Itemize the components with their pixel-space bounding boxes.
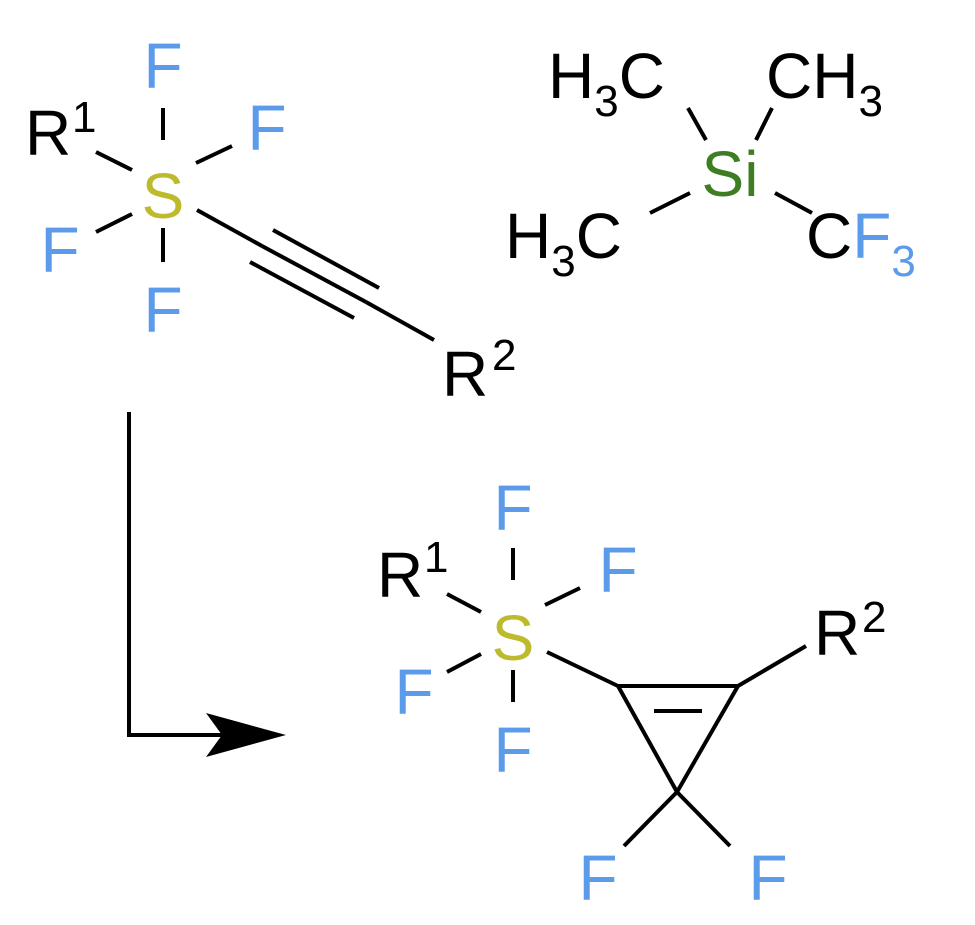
reactant-r2-index: 2 <box>492 331 516 380</box>
reagent-methyl-top-left: H3C <box>548 40 665 126</box>
reagent-silicon-label: Si <box>702 138 759 210</box>
product-fluorine-right: F <box>598 534 637 606</box>
ring-bond-left <box>616 685 679 793</box>
reactant-r1-index: 1 <box>72 93 96 142</box>
reagent-bond-si-ch3-top-left <box>686 107 708 141</box>
reaction-arrow-icon <box>127 412 286 757</box>
triple-bond-center <box>261 244 367 304</box>
product-r1-index: 1 <box>424 533 448 582</box>
reactant-r2-label: R <box>442 338 488 410</box>
product-r2-index: 2 <box>862 593 886 642</box>
product-ring-fluorine-left: F <box>578 842 617 914</box>
product-ring-fluorine-right: F <box>748 842 787 914</box>
reactant-alkyne: S F F F F R 1 R 2 <box>25 30 516 410</box>
reagent-methyl-bottom-left: H3C <box>505 200 622 286</box>
reagent-tmscf3: Si H3C CH3 H3C CF3 <box>505 40 916 286</box>
reactant-fluorine-top: F <box>143 30 182 102</box>
product-fluorine-left: F <box>394 656 433 728</box>
reactant-fluorine-left: F <box>40 214 79 286</box>
product-r2-label: R <box>814 597 860 669</box>
arrow-shaft <box>127 412 232 737</box>
reactant-bond-s-f-left <box>95 212 133 234</box>
triple-bond-lower <box>249 260 355 320</box>
reactant-fluorine-right: F <box>247 92 286 164</box>
product-bond-cf2-right <box>675 790 732 848</box>
reactant-sulfur-label: S <box>142 160 185 232</box>
product-r1-label: R <box>377 539 423 611</box>
product-bond-s-f-right <box>544 586 581 607</box>
triple-bond-upper <box>272 228 380 290</box>
reagent-bond-si-ch3-bottom-left <box>649 191 691 215</box>
product-bond-s-f-left <box>446 652 482 674</box>
reagent-bond-si-ch3-top-right <box>754 107 774 141</box>
reagent-trifluoromethyl: CF3 <box>806 200 916 286</box>
reagent-bond-si-cf3 <box>774 191 813 215</box>
ring-bond-right <box>675 685 740 793</box>
product-bond-ring-r2 <box>736 644 808 688</box>
product-cyclopropene: S F F F F R 1 R 2 F F <box>377 472 886 914</box>
product-bond-cf2-left <box>622 790 679 848</box>
reactant-r1-label: R <box>25 97 71 169</box>
product-fluorine-top: F <box>493 472 532 544</box>
reactant-bond-s-alkyne <box>196 208 263 248</box>
reactant-fluorine-bottom: F <box>143 274 182 346</box>
reactant-bond-s-f-right <box>195 144 233 165</box>
arrow-head <box>206 713 286 757</box>
product-sulfur-label: S <box>492 602 535 674</box>
product-fluorine-bottom: F <box>493 714 532 786</box>
product-bond-s-r1 <box>446 592 482 614</box>
reagent-methyl-top-right: CH3 <box>766 40 883 126</box>
product-bond-s-ring <box>546 650 619 688</box>
reactant-bond-s-r1 <box>95 150 133 172</box>
reactant-bond-alkyne-r2 <box>365 300 435 342</box>
